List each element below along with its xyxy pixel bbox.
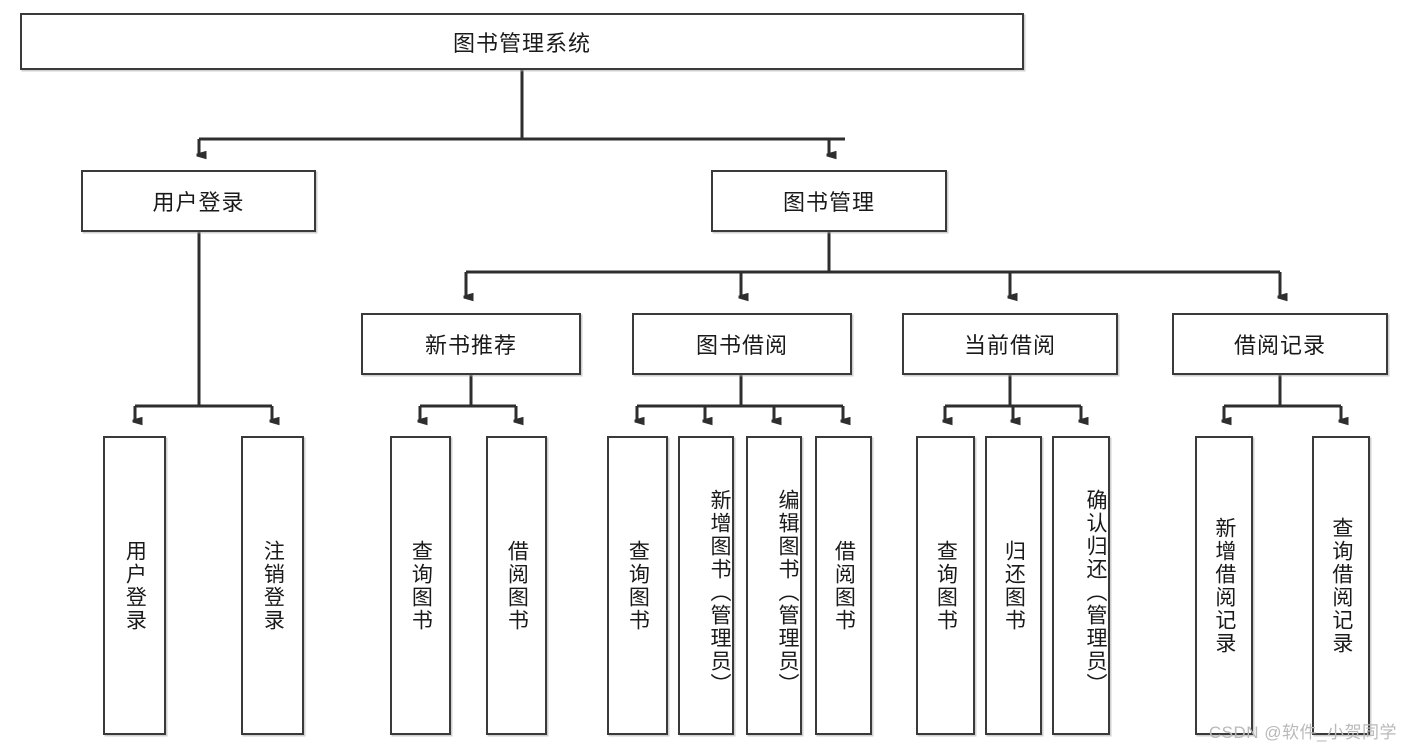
node-leaf-return-book[interactable]: 归还图书 <box>985 436 1042 735</box>
node-label: 新增借阅记录 <box>1212 516 1236 655</box>
node-label: 新书推荐 <box>424 333 517 358</box>
node-book-borrow[interactable]: 图书借阅 <box>632 313 852 375</box>
node-leaf-borrow-book[interactable]: 借阅图书 <box>815 436 872 735</box>
node-borrow-record[interactable]: 借阅记录 <box>1172 313 1388 375</box>
node-user-login[interactable]: 用户登录 <box>81 170 316 232</box>
node-leaf-edit-book-admin[interactable]: 编辑图书（管理员） <box>746 436 802 735</box>
node-root-book-management-system[interactable]: 图书管理系统 <box>20 13 1024 70</box>
node-label: 图书管理系统 <box>452 30 591 56</box>
node-leaf-user-login[interactable]: 用户登录 <box>103 436 166 735</box>
node-label: 图书管理 <box>782 190 875 215</box>
node-current-borrow[interactable]: 当前借阅 <box>902 313 1118 375</box>
node-label: 编辑图书（管理员） <box>776 489 799 696</box>
node-label: 查询图书 <box>409 539 433 632</box>
node-label: 当前借阅 <box>963 333 1056 358</box>
node-leaf-query-book-recommend[interactable]: 查询图书 <box>390 436 451 735</box>
node-label: 新增图书（管理员） <box>708 489 731 696</box>
node-label: 借阅图书 <box>505 539 529 632</box>
watermark-text: CSDN @软件_小贺同学 <box>1208 723 1397 742</box>
node-leaf-add-borrow-record[interactable]: 新增借阅记录 <box>1195 436 1253 735</box>
node-leaf-query-borrow-record[interactable]: 查询借阅记录 <box>1312 436 1370 735</box>
node-leaf-logout[interactable]: 注销登录 <box>241 436 304 735</box>
node-label: 查询借阅记录 <box>1329 516 1353 655</box>
node-label: 借阅记录 <box>1233 333 1326 358</box>
node-leaf-confirm-return-admin[interactable]: 确认归还（管理员） <box>1052 436 1110 735</box>
node-label: 查询图书 <box>626 539 650 632</box>
node-leaf-query-book-borrow[interactable]: 查询图书 <box>607 436 668 735</box>
node-label: 确认归还（管理员） <box>1084 489 1107 696</box>
node-leaf-query-book-current[interactable]: 查询图书 <box>916 436 975 735</box>
node-leaf-add-book-admin[interactable]: 新增图书（管理员） <box>678 436 734 735</box>
node-label: 借阅图书 <box>832 539 856 632</box>
node-new-book-recommend[interactable]: 新书推荐 <box>361 313 581 375</box>
node-label: 查询图书 <box>934 539 958 632</box>
node-label: 归还图书 <box>1002 539 1026 632</box>
node-label: 图书借阅 <box>695 333 788 358</box>
node-label: 注销登录 <box>261 539 285 632</box>
node-label: 用户登录 <box>123 539 147 632</box>
node-label: 用户登录 <box>152 190 245 215</box>
node-leaf-borrow-book-recommend[interactable]: 借阅图书 <box>486 436 547 735</box>
node-book-management[interactable]: 图书管理 <box>711 170 947 232</box>
